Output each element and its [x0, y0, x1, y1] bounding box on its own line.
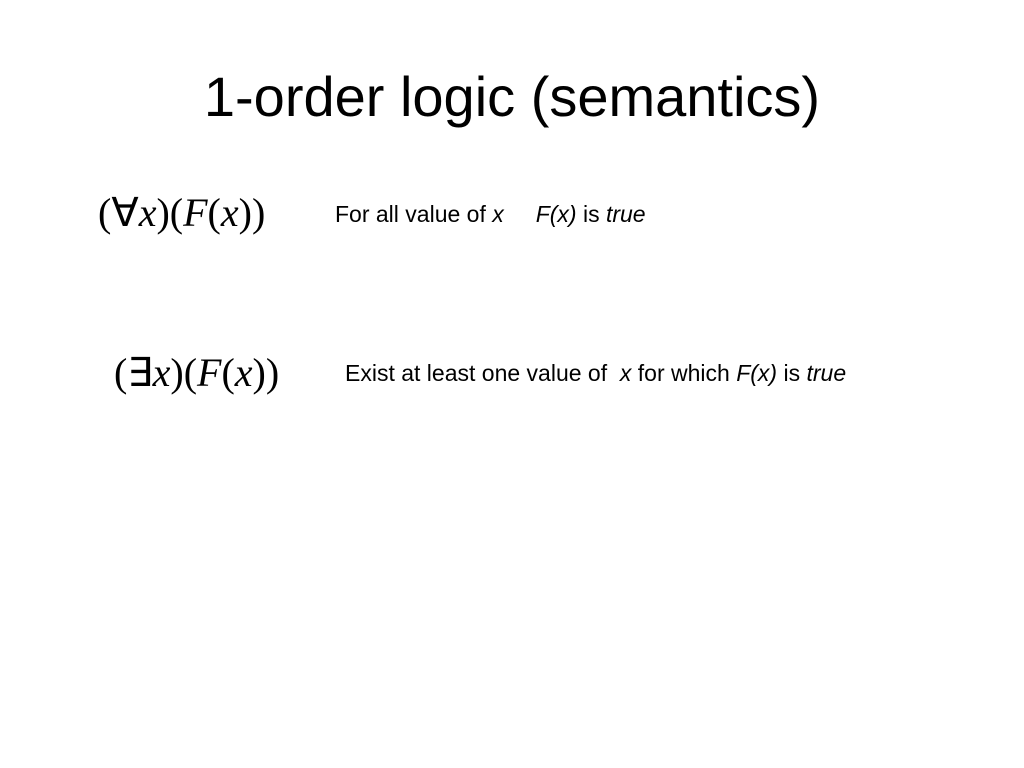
- universal-formula: (∀x)(F(x)): [98, 189, 265, 237]
- existential-formula: (∃x)(F(x)): [114, 349, 279, 397]
- description-variable: x: [492, 201, 504, 227]
- existential-description: Exist at least one value of x for which …: [345, 359, 846, 387]
- formula-paren: )(: [170, 350, 198, 395]
- description-value: true: [605, 201, 646, 227]
- formula-paren: (: [114, 350, 128, 395]
- exists-symbol: ∃: [127, 350, 153, 395]
- description-function: F(x): [535, 201, 577, 227]
- description-text: is: [576, 201, 606, 227]
- formula-variable: x: [152, 350, 171, 395]
- description-text: Exist at least one value of: [345, 360, 620, 386]
- formula-paren: (: [207, 190, 221, 235]
- description-text: for which: [631, 360, 737, 386]
- formula-paren: (: [221, 350, 235, 395]
- universal-description: For all value of x F(x) is true: [335, 200, 646, 228]
- forall-symbol: ∀: [111, 190, 139, 235]
- description-value: true: [806, 360, 847, 386]
- formula-function: F: [183, 190, 208, 235]
- description-function: F(x): [736, 360, 778, 386]
- description-text: For all value of: [335, 201, 493, 227]
- formula-variable: x: [234, 350, 253, 395]
- slide-title: 1-order logic (semantics): [203, 65, 821, 128]
- formula-paren: )): [252, 350, 280, 395]
- description-gap: [504, 201, 536, 227]
- formula-paren: )): [238, 190, 266, 235]
- formula-variable: x: [220, 190, 239, 235]
- description-text: is: [777, 360, 807, 386]
- formula-paren: (: [98, 190, 112, 235]
- description-variable: x: [619, 360, 632, 386]
- formula-variable: x: [138, 190, 157, 235]
- formula-function: F: [197, 350, 222, 395]
- formula-paren: )(: [156, 190, 184, 235]
